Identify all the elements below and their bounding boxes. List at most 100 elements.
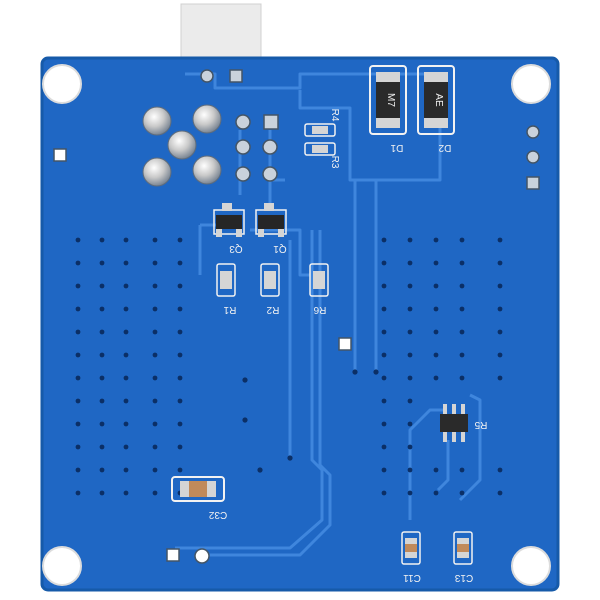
via (381, 421, 387, 427)
via (152, 375, 158, 381)
via (99, 260, 105, 266)
r4-label: R4 (329, 109, 340, 122)
via (123, 444, 129, 450)
via (99, 306, 105, 312)
via (497, 352, 503, 358)
via (497, 375, 503, 381)
via (497, 260, 503, 266)
via (152, 283, 158, 289)
via (352, 369, 358, 375)
d2-label: D2 (438, 142, 451, 153)
via (459, 306, 465, 312)
via (177, 398, 183, 404)
via (75, 490, 81, 496)
r3-label: R3 (329, 156, 340, 169)
via (433, 352, 439, 358)
via (177, 260, 183, 266)
via (381, 398, 387, 404)
via (381, 490, 387, 496)
mounting-hole-top-right (511, 64, 551, 104)
via (123, 306, 129, 312)
through-hole-pads (53, 69, 540, 564)
via-holes (75, 237, 503, 496)
via (75, 329, 81, 335)
via (177, 329, 183, 335)
via (407, 352, 413, 358)
mounting-hole-bottom-right (511, 546, 551, 586)
d2-marking: AE (433, 93, 444, 107)
via (177, 444, 183, 450)
r1-label: R1 (223, 304, 236, 315)
via (459, 352, 465, 358)
via (99, 467, 105, 473)
via (433, 490, 439, 496)
via (123, 467, 129, 473)
via (287, 455, 293, 461)
resistor-r6: R6 (309, 263, 329, 315)
copper-traces (175, 72, 482, 557)
via (407, 398, 413, 404)
via (99, 490, 105, 496)
via (459, 329, 465, 335)
via (99, 352, 105, 358)
via (459, 490, 465, 496)
via (152, 467, 158, 473)
capacitor-c32: C32 (171, 476, 227, 520)
capacitor-c13: C13 (453, 531, 473, 583)
via (123, 421, 129, 427)
via (242, 417, 248, 423)
via (177, 467, 183, 473)
via (381, 306, 387, 312)
r6-label: R6 (313, 304, 326, 315)
via (433, 283, 439, 289)
via (497, 237, 503, 243)
via (99, 329, 105, 335)
via (152, 444, 158, 450)
q1-label: Q1 (273, 243, 287, 254)
mounting-holes (42, 64, 551, 586)
via (123, 352, 129, 358)
mounting-hole-top-left (42, 64, 82, 104)
via (497, 283, 503, 289)
via (459, 283, 465, 289)
via (497, 467, 503, 473)
via (123, 237, 129, 243)
via (381, 283, 387, 289)
via (99, 398, 105, 404)
via (152, 329, 158, 335)
c32-label: C32 (208, 509, 227, 520)
via (99, 375, 105, 381)
header-connector (180, 3, 262, 65)
capacitor-c11: C11 (401, 531, 421, 583)
resistor-r2: R2 (260, 263, 280, 315)
via (407, 306, 413, 312)
via (407, 467, 413, 473)
via (459, 260, 465, 266)
via (177, 375, 183, 381)
via (152, 237, 158, 243)
via (75, 421, 81, 427)
via (497, 490, 503, 496)
via (123, 283, 129, 289)
d1-marking: M7 (385, 93, 396, 107)
via (123, 375, 129, 381)
via (381, 260, 387, 266)
via (177, 283, 183, 289)
via (497, 329, 503, 335)
via (75, 306, 81, 312)
via (75, 444, 81, 450)
via (407, 260, 413, 266)
via (177, 237, 183, 243)
via (459, 375, 465, 381)
via (152, 398, 158, 404)
via (152, 306, 158, 312)
via (433, 329, 439, 335)
via (152, 421, 158, 427)
via (75, 237, 81, 243)
via (407, 237, 413, 243)
transistor-q3: Q3 (213, 203, 245, 254)
mounting-hole-bottom-left (42, 546, 82, 586)
c13-label: C13 (454, 572, 473, 583)
via (177, 421, 183, 427)
via (242, 377, 248, 383)
